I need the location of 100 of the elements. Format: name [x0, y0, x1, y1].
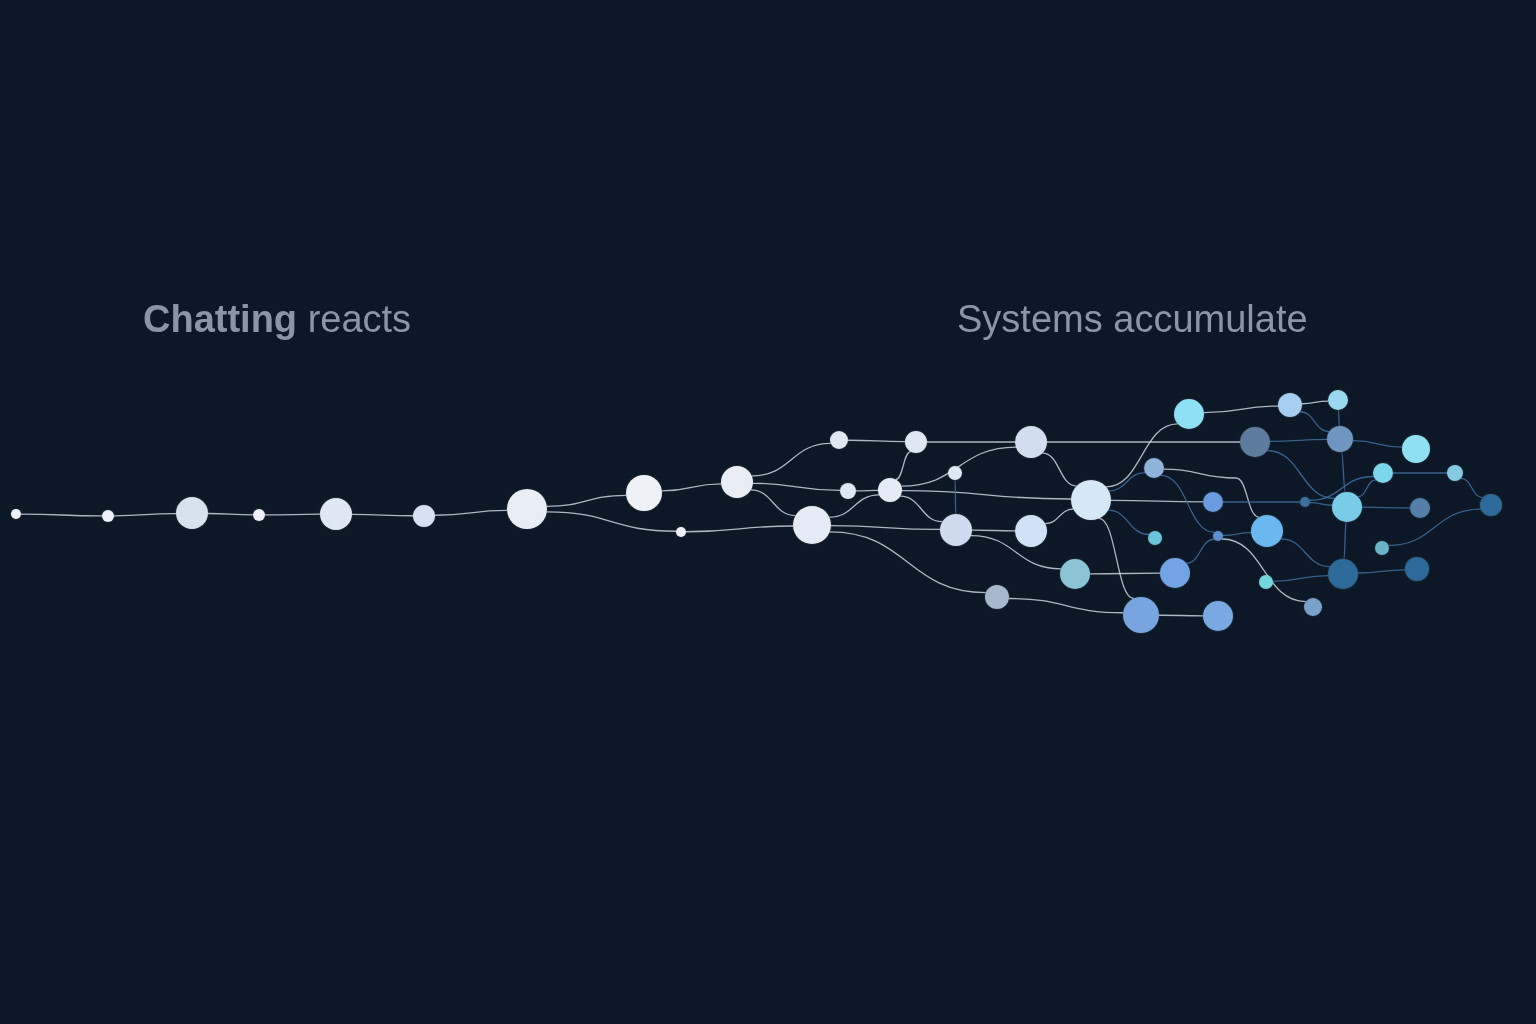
connector-line — [1272, 574, 1329, 582]
network-node — [905, 431, 927, 453]
network-node — [1402, 435, 1430, 463]
connector-line — [1041, 452, 1078, 487]
connector-line — [1107, 509, 1150, 536]
network-node — [1148, 531, 1162, 545]
connector-line — [901, 489, 1072, 500]
network-node — [1328, 559, 1358, 589]
connector-line — [1392, 472, 1448, 474]
network-node — [1304, 598, 1322, 616]
connector-line — [1044, 508, 1074, 525]
network-node — [1447, 465, 1463, 481]
network-node — [1410, 498, 1430, 518]
connector-line — [546, 494, 627, 507]
systems-heading: Systems accumulate — [957, 298, 1308, 341]
connector-line — [1163, 468, 1260, 518]
network-node — [1060, 559, 1090, 589]
network-node — [1071, 480, 1111, 520]
connector-line — [434, 509, 508, 516]
connector-line — [1343, 521, 1347, 560]
network-node — [1278, 393, 1302, 417]
network-node — [948, 466, 962, 480]
connector-line — [1222, 531, 1252, 537]
network-node — [1328, 390, 1348, 410]
connector-line — [895, 451, 912, 481]
network-node — [1240, 427, 1270, 457]
network-node — [1375, 541, 1389, 555]
network-node — [1015, 515, 1047, 547]
connector-line — [1280, 538, 1331, 568]
connector-line — [970, 534, 1062, 570]
connector-line — [661, 483, 722, 492]
connector-line — [685, 525, 794, 533]
connector-line — [1098, 517, 1135, 600]
connector-line — [847, 439, 906, 443]
connector-line — [899, 495, 943, 523]
connector-line — [546, 511, 677, 532]
network-node — [840, 483, 856, 499]
connector-line — [1158, 614, 1204, 617]
network-node — [1123, 597, 1159, 633]
network-node — [1015, 426, 1047, 458]
network-node — [940, 514, 972, 546]
connector-line — [113, 512, 177, 517]
connector-line — [1357, 479, 1377, 498]
connector-line — [1309, 501, 1333, 506]
connector-line — [828, 494, 880, 518]
network-node — [1405, 557, 1429, 581]
connector-line — [1269, 438, 1328, 443]
network-node — [11, 509, 21, 519]
network-node — [1480, 494, 1502, 516]
connector-line — [1309, 475, 1375, 501]
network-node — [176, 497, 208, 529]
network-node — [1373, 463, 1393, 483]
connector-line — [1361, 506, 1411, 509]
connector-line — [1110, 499, 1204, 503]
connector-line — [1299, 411, 1330, 433]
connector-line — [855, 489, 879, 492]
network-node — [320, 498, 352, 530]
network-node — [102, 510, 114, 522]
network-node — [1213, 531, 1223, 541]
connector-line — [954, 479, 957, 515]
network-node — [676, 527, 686, 537]
connector-line — [830, 525, 941, 531]
network-node — [1203, 601, 1233, 631]
network-node — [253, 509, 265, 521]
connector-line — [20, 513, 103, 517]
connector-line — [751, 442, 832, 477]
connector-line — [829, 531, 987, 594]
connector-line — [971, 529, 1016, 532]
network-node — [793, 506, 831, 544]
connector-line — [1340, 451, 1347, 493]
connector-line — [1046, 441, 1241, 443]
connector-line — [752, 482, 841, 491]
connector-line — [1089, 572, 1161, 575]
network-node — [1251, 515, 1283, 547]
network-node — [1203, 492, 1223, 512]
network-node — [507, 489, 547, 529]
connector-line — [1352, 440, 1403, 448]
network-node — [878, 478, 902, 502]
chatting-heading: Chatting reacts — [143, 298, 412, 341]
connector-line — [1108, 471, 1146, 492]
network-node — [1332, 492, 1362, 522]
network-node — [413, 505, 435, 527]
connector-line — [1008, 597, 1124, 614]
network-node — [1144, 458, 1164, 478]
network-node — [626, 475, 662, 511]
connector-line — [1266, 450, 1336, 499]
connector-line — [1203, 405, 1279, 414]
connector-line — [1222, 501, 1301, 503]
network-node — [1259, 575, 1273, 589]
connector-line — [1337, 409, 1340, 427]
connector-line — [1357, 569, 1406, 574]
network-node — [830, 431, 848, 449]
connector-line — [1160, 474, 1216, 533]
connector-line — [1387, 508, 1482, 547]
connector-line — [750, 489, 797, 517]
connector-line — [351, 513, 414, 517]
connector-line — [926, 441, 1016, 443]
network-node — [721, 466, 753, 498]
connector-line — [207, 512, 254, 516]
connector-line — [1301, 400, 1329, 405]
